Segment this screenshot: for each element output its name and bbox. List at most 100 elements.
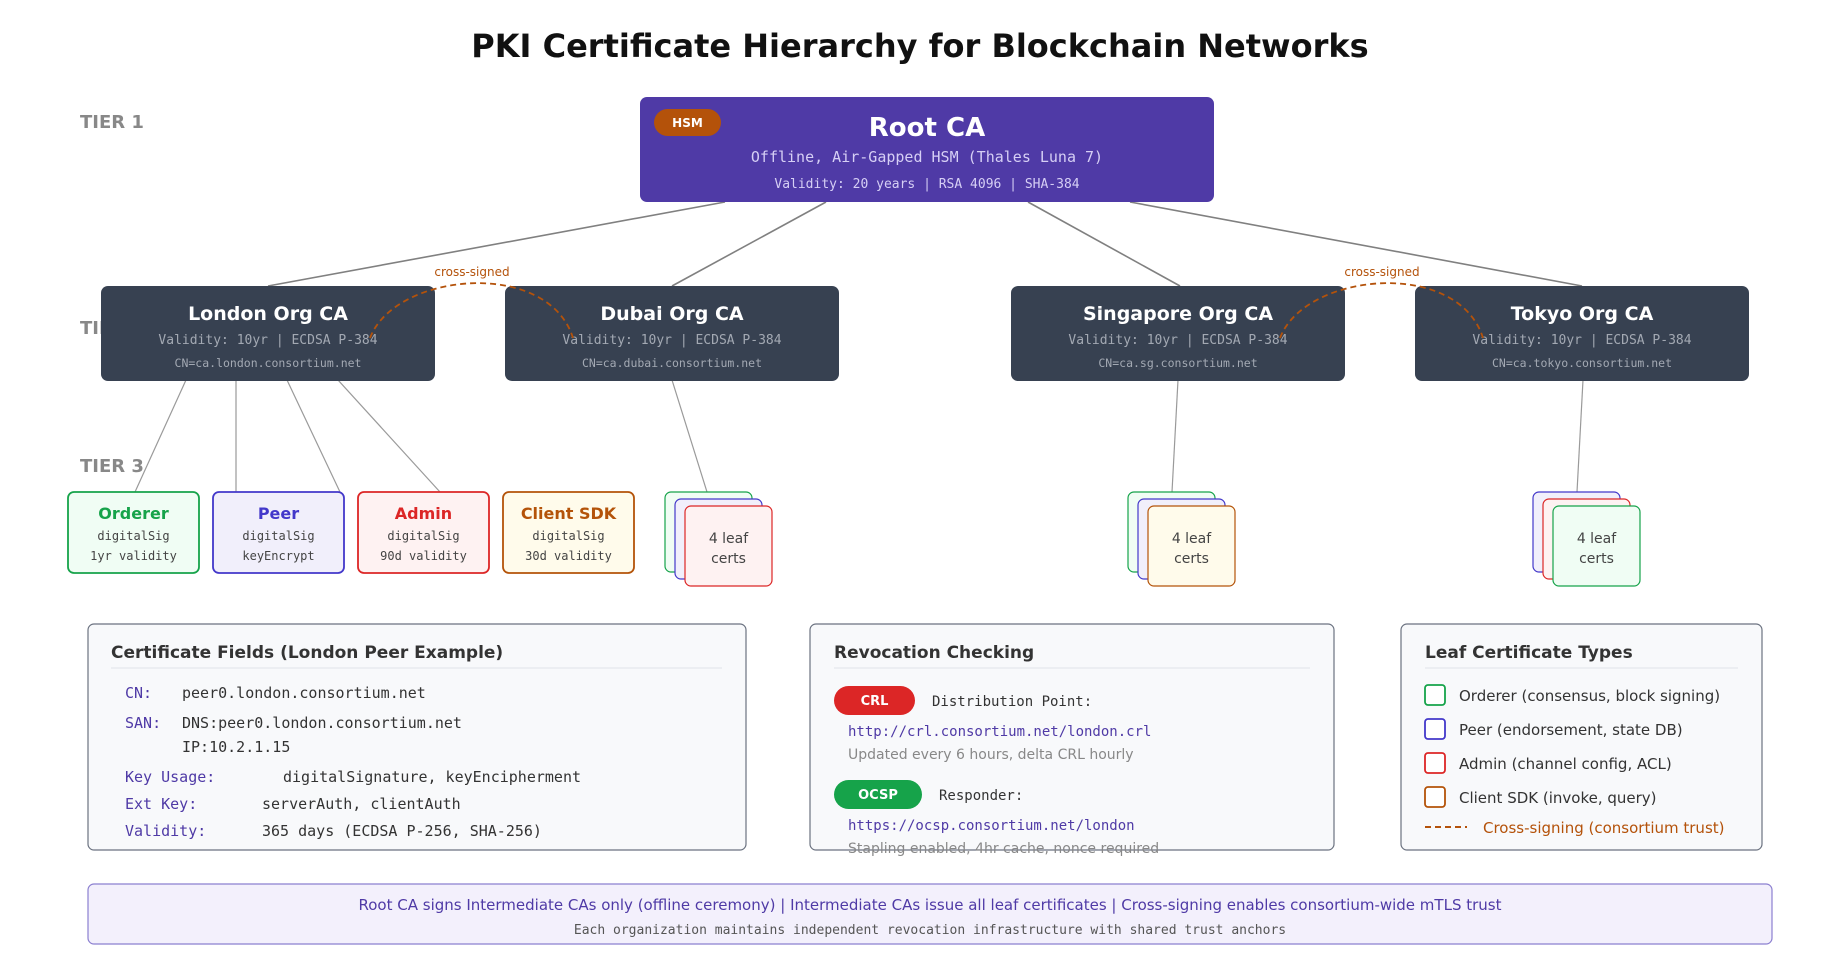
crl-label: Distribution Point:: [932, 694, 1092, 710]
field-key: CN:: [125, 684, 152, 702]
cross-sign-singapore-tokyo: cross-signed: [1279, 265, 1484, 339]
footer-line-1: Root CA signs Intermediate CAs only (off…: [359, 896, 1502, 914]
hsm-badge: [654, 109, 721, 136]
leaf-box: [357, 491, 490, 574]
root-ca-node: HSM Root CA Offline, Air-Gapped HSM (Tha…: [640, 97, 1214, 202]
ocsp-url[interactable]: https://ocsp.consortium.net/london: [848, 818, 1135, 834]
panel-title: Leaf Certificate Types: [1425, 643, 1633, 663]
connector-root-dubai: [671, 201, 827, 287]
leaf-title: Peer: [258, 504, 299, 523]
org-ca-singapore: Singapore Org CA Validity: 10yr | ECDSA …: [1011, 286, 1345, 381]
org-ca-validity: Validity: 10yr | ECDSA P-384: [158, 333, 377, 348]
root-ca-validity: Validity: 20 years | RSA 4096 | SHA-384: [774, 177, 1079, 192]
connector-london-admin: [286, 379, 341, 493]
ocsp-badge: [834, 780, 922, 809]
panel-box: [809, 623, 1335, 851]
org-ca-dubai: Dubai Org CA Validity: 10yr | ECDSA P-38…: [505, 286, 839, 381]
ocsp-badge-label: OCSP: [858, 788, 898, 803]
stack-label-line2: certs: [1579, 551, 1614, 567]
root-ca-box: [640, 97, 1214, 202]
org-ca-box: [101, 286, 435, 381]
stack-card: [684, 505, 773, 587]
leaf-stack-dubai: 4 leaf certs: [664, 491, 773, 587]
root-ca-title: Root CA: [869, 113, 985, 143]
org-ca-cn: CN=ca.london.consortium.net: [175, 356, 362, 370]
field-value: peer0.london.consortium.net: [182, 684, 426, 702]
org-ca-validity: Validity: 10yr | ECDSA P-384: [562, 333, 781, 348]
org-ca-london: London Org CA Validity: 10yr | ECDSA P-3…: [101, 286, 435, 381]
cross-sign-arc: [1279, 282, 1484, 339]
field-value-2: IP:10.2.1.15: [182, 738, 290, 756]
crl-url[interactable]: http://crl.consortium.net/london.crl: [848, 724, 1151, 740]
connector-london-client: [337, 379, 441, 493]
hsm-badge-label: HSM: [672, 116, 703, 130]
footer-box: [87, 883, 1773, 945]
legend-swatch-admin: [1424, 752, 1446, 774]
legend-label: Admin (channel config, ACL): [1459, 755, 1672, 773]
panel-box: [87, 623, 747, 851]
field-key: SAN:: [125, 714, 161, 732]
stack-label-line2: certs: [711, 551, 746, 567]
connector-london-orderer: [134, 379, 187, 493]
panel-box: [1400, 623, 1763, 851]
stack-card: [1552, 505, 1641, 587]
root-ca-subtitle: Offline, Air-Gapped HSM (Thales Luna 7): [751, 148, 1103, 166]
panel-title: Certificate Fields (London Peer Example): [111, 643, 503, 663]
leaf-box: [502, 491, 635, 574]
ocsp-note: Stapling enabled, 4hr cache, nonce requi…: [848, 841, 1159, 857]
leaf-stack-tokyo: 4 leaf certs: [1532, 491, 1641, 587]
legend-label: Client SDK (invoke, query): [1459, 789, 1657, 807]
org-ca-cn: CN=ca.tokyo.consortium.net: [1492, 356, 1672, 370]
leaf-client-sdk: Client SDK digitalSig 30d validity: [502, 491, 635, 574]
cross-sign-arc: [369, 282, 574, 339]
field-value: serverAuth, clientAuth: [262, 795, 461, 813]
org-ca-box: [505, 286, 839, 381]
stack-label-line1: 4 leaf: [1172, 531, 1212, 547]
crl-note: Updated every 6 hours, delta CRL hourly: [848, 747, 1134, 763]
legend-swatch-peer: [1424, 718, 1446, 740]
cross-sign-london-dubai: cross-signed: [369, 265, 574, 339]
ocsp-label: Responder:: [939, 788, 1023, 804]
leaf-connectors: [134, 379, 1584, 493]
crl-badge: [834, 686, 915, 715]
connector-dubai-stack: [671, 379, 708, 493]
legend-cross-sign-label: Cross-signing (consortium trust): [1483, 819, 1725, 837]
connector-root-london: [267, 201, 726, 287]
tier-1-label: TIER 1: [80, 112, 144, 133]
legend-panel: Leaf Certificate Types Orderer (consensu…: [1400, 623, 1763, 851]
leaf-box: [67, 491, 200, 574]
org-ca-cn: CN=ca.dubai.consortium.net: [582, 356, 762, 370]
connector-singapore-stack: [1171, 379, 1179, 493]
leaf-line1: digitalSig: [532, 529, 604, 543]
field-key: Validity:: [125, 822, 206, 840]
field-value: 365 days (ECDSA P-256, SHA-256): [262, 822, 542, 840]
leaf-line2: 90d validity: [380, 549, 467, 563]
leaf-line2: keyEncrypt: [242, 549, 314, 563]
field-key: Ext Key:: [125, 795, 197, 813]
leaf-line2: 1yr validity: [90, 549, 177, 563]
footer-line-2: Each organization maintains independent …: [574, 923, 1286, 938]
org-ca-cn: CN=ca.sg.consortium.net: [1098, 356, 1257, 370]
org-ca-title: London Org CA: [188, 303, 348, 325]
crl-badge-label: CRL: [861, 694, 889, 709]
org-ca-tokyo: Tokyo Org CA Validity: 10yr | ECDSA P-38…: [1415, 286, 1749, 381]
connector-tokyo-stack: [1576, 379, 1584, 493]
field-value: DNS:peer0.london.consortium.net: [182, 714, 462, 732]
page-title: PKI Certificate Hierarchy for Blockchain…: [471, 27, 1368, 65]
leaf-title: Admin: [395, 504, 452, 523]
org-ca-validity: Validity: 10yr | ECDSA P-384: [1068, 333, 1287, 348]
certificate-fields-panel: Certificate Fields (London Peer Example)…: [87, 623, 747, 851]
panel-title: Revocation Checking: [834, 643, 1034, 663]
leaf-title: Orderer: [98, 504, 169, 523]
stack-label-line2: certs: [1174, 551, 1209, 567]
leaf-line1: digitalSig: [242, 529, 314, 543]
legend-swatch-orderer: [1424, 684, 1446, 706]
leaf-admin: Admin digitalSig 90d validity: [357, 491, 490, 574]
field-key: Key Usage:: [125, 768, 215, 786]
cross-sign-label: cross-signed: [1344, 265, 1419, 279]
leaf-orderer: Orderer digitalSig 1yr validity: [67, 491, 200, 574]
org-ca-validity: Validity: 10yr | ECDSA P-384: [1472, 333, 1691, 348]
leaf-line1: digitalSig: [387, 529, 459, 543]
org-ca-title: Dubai Org CA: [600, 303, 744, 325]
